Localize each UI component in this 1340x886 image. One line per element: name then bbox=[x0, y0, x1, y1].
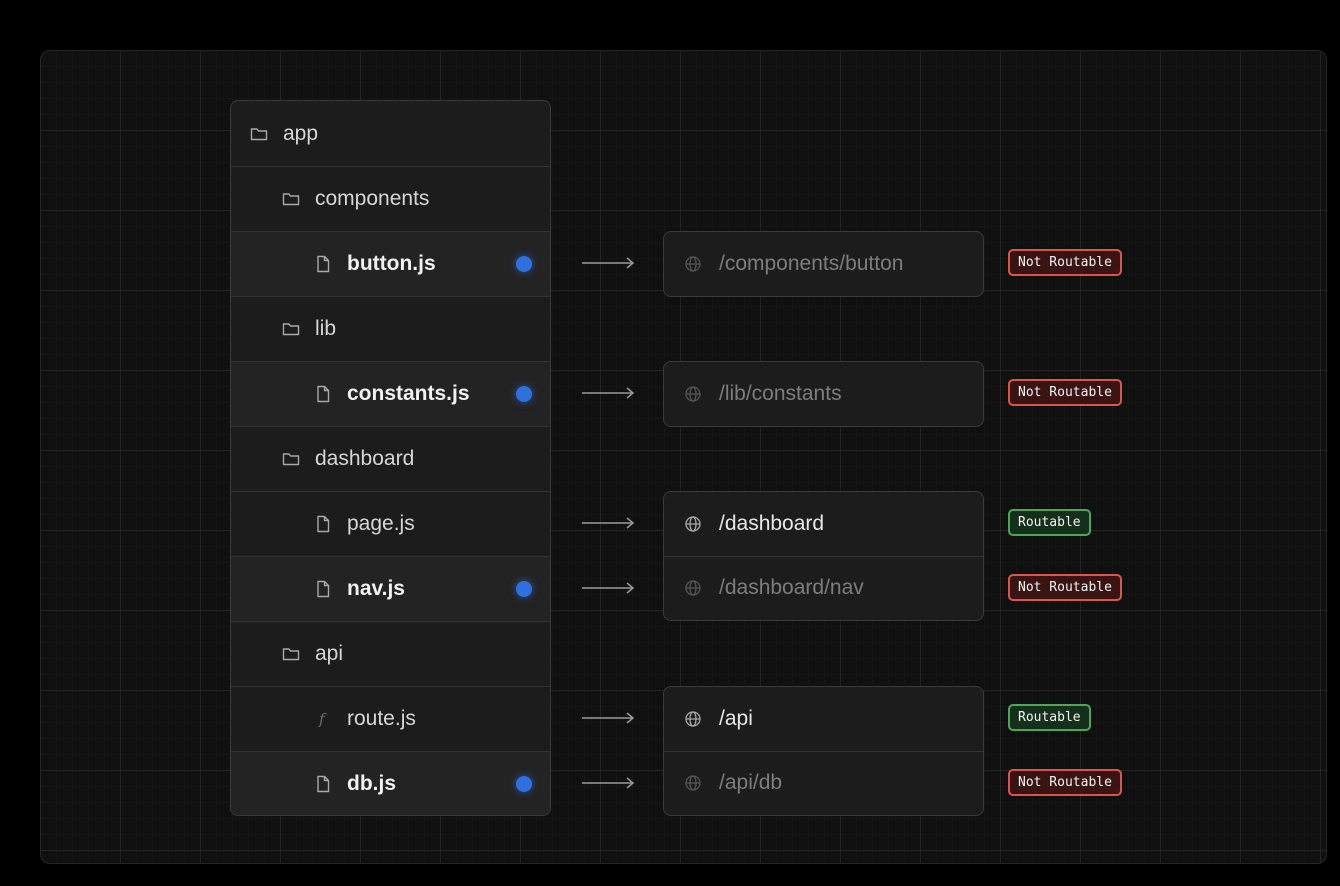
folder-icon bbox=[281, 644, 301, 664]
globe-icon bbox=[684, 579, 702, 597]
tree-item-label: db.js bbox=[347, 772, 397, 795]
file-icon bbox=[313, 254, 333, 274]
route-box: /dashboard/dashboard/nav bbox=[663, 490, 984, 621]
not-routable-badge: Not Routable bbox=[1008, 248, 1122, 276]
mapping-arrow bbox=[582, 711, 635, 724]
svg-text:f: f bbox=[318, 710, 327, 728]
globe-icon bbox=[684, 385, 702, 403]
globe-icon bbox=[684, 515, 702, 533]
routable-badge: Routable bbox=[1008, 508, 1091, 536]
tree-item-label: constants.js bbox=[347, 382, 470, 405]
tree-row-route-js[interactable]: f route.js bbox=[231, 686, 550, 751]
route-row[interactable]: /api bbox=[664, 687, 983, 751]
tree-row-dashboard[interactable]: dashboard bbox=[231, 426, 550, 491]
tree-row-components[interactable]: components bbox=[231, 166, 550, 231]
tree-row-nav-js[interactable]: nav.js bbox=[231, 556, 550, 621]
function-icon: f bbox=[313, 709, 333, 729]
tree-row-api[interactable]: api bbox=[231, 621, 550, 686]
tree-item-label: page.js bbox=[347, 512, 415, 535]
not-routable-badge: Not Routable bbox=[1008, 378, 1122, 406]
route-path: /dashboard/nav bbox=[719, 576, 864, 599]
route-row[interactable]: /api/db bbox=[664, 750, 983, 815]
route-path: /dashboard bbox=[719, 511, 825, 535]
tree-item-label: lib bbox=[315, 317, 337, 340]
tree-row-lib[interactable]: lib bbox=[231, 296, 550, 361]
route-path: /api bbox=[719, 706, 753, 730]
private-file-dot bbox=[516, 776, 532, 792]
private-file-dot bbox=[516, 386, 532, 402]
route-box: /api/api/db bbox=[663, 685, 984, 816]
route-path: /api/db bbox=[719, 771, 783, 794]
route-box: /lib/constants bbox=[663, 360, 984, 427]
private-file-dot bbox=[516, 581, 532, 597]
mapping-arrow bbox=[582, 386, 635, 399]
tree-item-label: api bbox=[315, 642, 344, 665]
globe-icon bbox=[684, 255, 702, 273]
tree-row-page-js[interactable]: page.js bbox=[231, 491, 550, 556]
mapping-arrow bbox=[582, 516, 635, 529]
tree-row-button-js[interactable]: button.js bbox=[231, 231, 550, 296]
file-icon bbox=[313, 774, 333, 794]
file-icon bbox=[313, 514, 333, 534]
route-row[interactable]: /dashboard bbox=[664, 492, 983, 556]
file-icon bbox=[313, 384, 333, 404]
private-file-dot bbox=[516, 256, 532, 272]
route-box: /components/button bbox=[663, 230, 984, 297]
route-path: /components/button bbox=[719, 251, 904, 275]
globe-icon bbox=[684, 774, 702, 792]
not-routable-badge: Not Routable bbox=[1008, 768, 1122, 796]
route-row[interactable]: /lib/constants bbox=[664, 362, 983, 426]
file-icon bbox=[313, 579, 333, 599]
file-tree-panel: app components button.js lib constants.js das… bbox=[230, 100, 551, 816]
tree-item-label: route.js bbox=[347, 707, 416, 730]
tree-row-db-js[interactable]: db.js bbox=[231, 751, 550, 815]
tree-item-label: dashboard bbox=[315, 447, 415, 470]
folder-icon bbox=[281, 449, 301, 469]
tree-item-label: app bbox=[283, 121, 319, 145]
tree-item-label: components bbox=[315, 187, 430, 210]
tree-item-label: button.js bbox=[347, 252, 436, 275]
globe-icon bbox=[684, 710, 702, 728]
tree-row-constants-js[interactable]: constants.js bbox=[231, 361, 550, 426]
folder-icon bbox=[281, 319, 301, 339]
not-routable-badge: Not Routable bbox=[1008, 573, 1122, 601]
folder-icon bbox=[281, 189, 301, 209]
route-row[interactable]: /dashboard/nav bbox=[664, 555, 983, 620]
tree-item-label: nav.js bbox=[347, 577, 405, 600]
route-path: /lib/constants bbox=[719, 381, 842, 405]
mapping-arrow bbox=[582, 581, 635, 594]
route-row[interactable]: /components/button bbox=[664, 232, 983, 296]
tree-row-app[interactable]: app bbox=[231, 101, 550, 166]
routable-badge: Routable bbox=[1008, 703, 1091, 731]
folder-icon bbox=[249, 124, 269, 144]
mapping-arrow bbox=[582, 776, 635, 789]
mapping-arrow bbox=[582, 256, 635, 269]
